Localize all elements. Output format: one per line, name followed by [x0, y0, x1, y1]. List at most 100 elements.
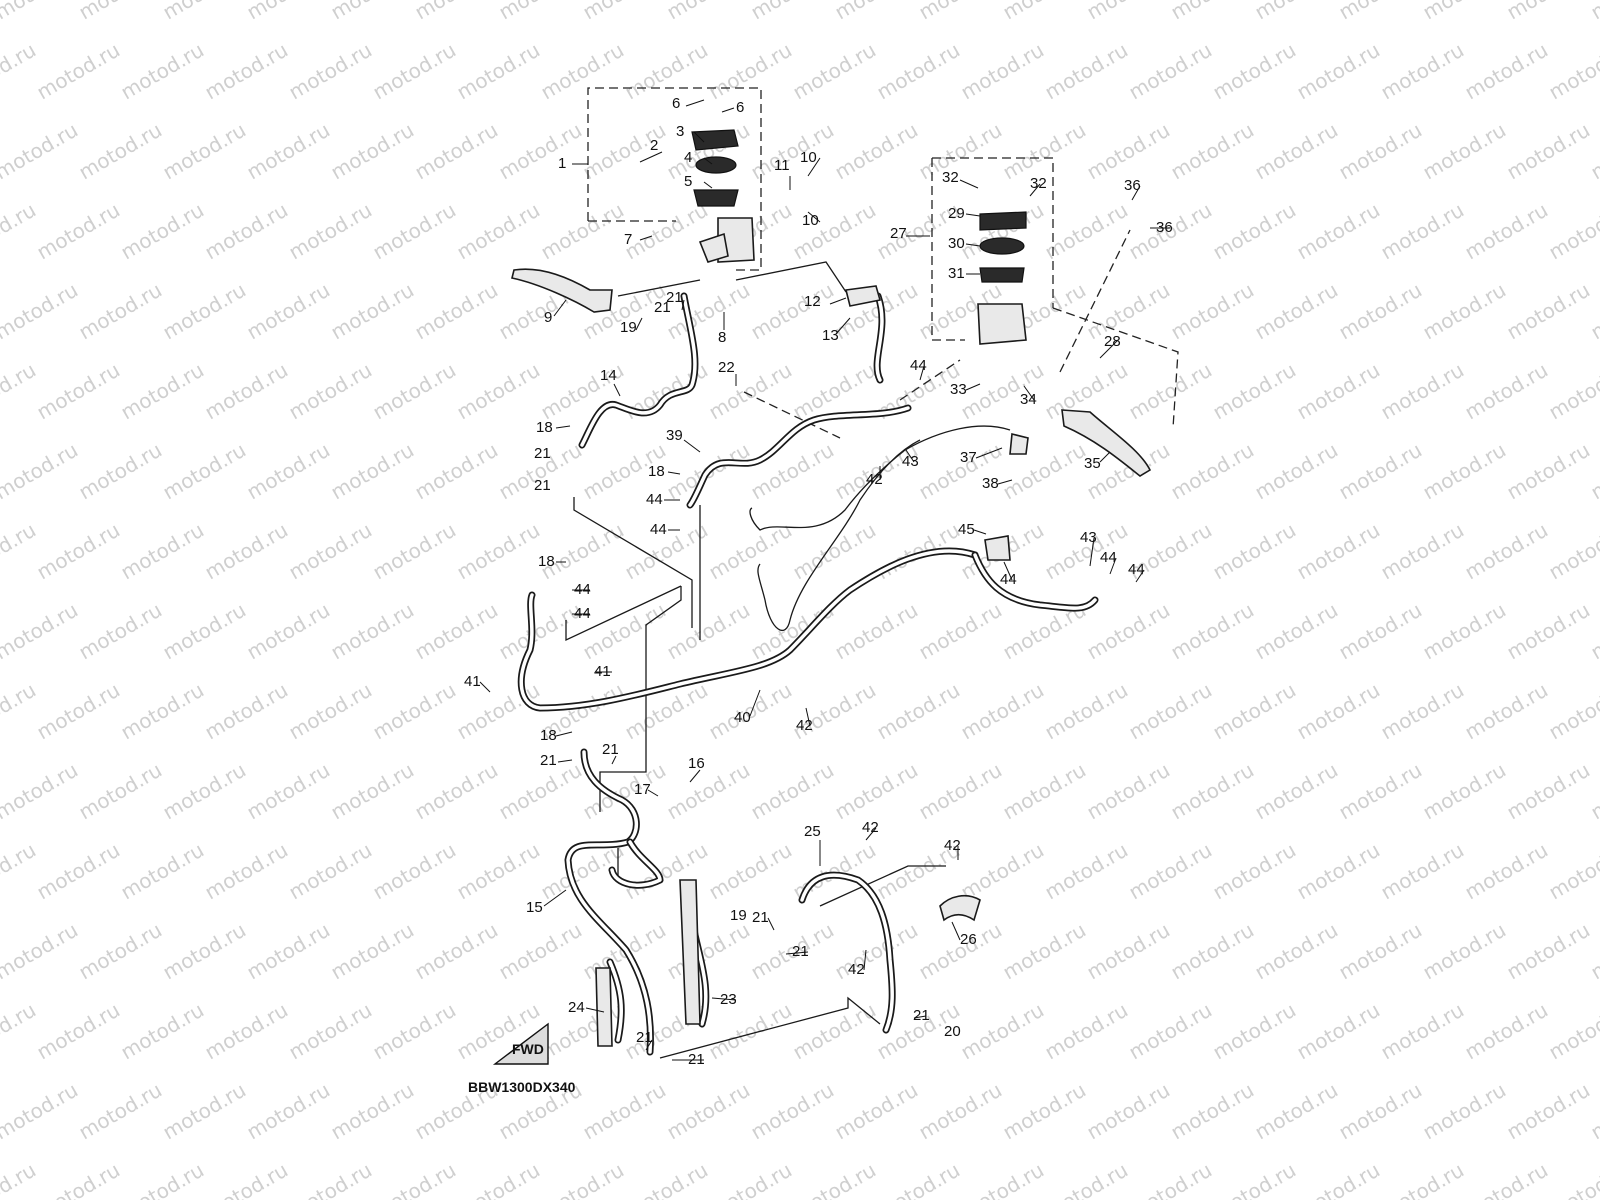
watermark-text: motod.ru: [663, 598, 754, 665]
watermark-text: motod.ru: [705, 38, 796, 105]
leader-line: [807, 211, 821, 223]
watermark-text: motod.ru: [1545, 838, 1600, 905]
watermark-text: motod.ru: [0, 1078, 82, 1145]
watermark-text: motod.ru: [579, 1078, 670, 1145]
master-cylinder-front: [691, 129, 755, 263]
callout-number: 43: [1080, 529, 1097, 546]
watermark-text: motod.ru: [831, 758, 922, 825]
watermark-text: motod.ru: [327, 918, 418, 985]
watermark-text: motod.ru: [75, 118, 166, 185]
watermark-text: motod.ru: [957, 1158, 1048, 1200]
watermark-text: motod.ru: [75, 0, 166, 24]
callout-number: 18: [536, 419, 553, 436]
watermark-text: motod.ru: [537, 1158, 628, 1200]
watermark-text: motod.ru: [1125, 38, 1216, 105]
watermark-text: motod.ru: [369, 998, 460, 1065]
leader-line: [479, 681, 491, 693]
callout-number: 14: [600, 367, 617, 384]
watermark-text: motod.ru: [1293, 518, 1384, 585]
watermark-text: motod.ru: [999, 0, 1090, 24]
leader-line: [721, 107, 735, 113]
leader-line: [639, 151, 663, 163]
callout-number: 38: [982, 475, 999, 492]
watermark-text: motod.ru: [1335, 118, 1426, 185]
watermark-text: motod.ru: [915, 598, 1006, 665]
leader-line: [683, 439, 701, 453]
callout-number: 21: [534, 477, 551, 494]
watermark-text: motod.ru: [1083, 278, 1174, 345]
watermark-text: motod.ru: [747, 1078, 838, 1145]
watermark-text: motod.ru: [1125, 678, 1216, 745]
watermark-text: motod.ru: [117, 198, 208, 265]
watermark-text: motod.ru: [1461, 38, 1552, 105]
watermark-text: motod.ru: [285, 38, 376, 105]
watermark-text: motod.ru: [1251, 278, 1342, 345]
watermark-text: motod.ru: [1125, 838, 1216, 905]
watermark-text: motod.ru: [33, 1158, 124, 1200]
callout-number: 34: [1020, 391, 1037, 408]
watermark-text: motod.ru: [1587, 438, 1600, 505]
leader-line: [585, 1007, 605, 1013]
watermark-text: motod.ru: [1461, 518, 1552, 585]
callout-number: 21: [540, 752, 557, 769]
callout-number: 7: [624, 231, 632, 248]
watermark-text: motod.ru: [1377, 678, 1468, 745]
callout-number: 13: [822, 327, 839, 344]
leader-line: [863, 949, 867, 971]
watermark-text: motod.ru: [75, 758, 166, 825]
watermark-text: motod.ru: [33, 358, 124, 425]
callout-number: 21: [654, 299, 671, 316]
leader-line: [667, 471, 681, 475]
watermark-text: motod.ru: [1461, 358, 1552, 425]
leader-line: [611, 755, 617, 765]
watermark-text: motod.ru: [327, 0, 418, 24]
watermark-text: motod.ru: [1167, 438, 1258, 505]
watermark-text: motod.ru: [1503, 598, 1594, 665]
watermark-text: motod.ru: [1335, 758, 1426, 825]
watermark-text: motod.ru: [747, 598, 838, 665]
watermark-text: motod.ru: [1587, 758, 1600, 825]
watermark-text: motod.ru: [159, 278, 250, 345]
callout-number: 42: [944, 837, 961, 854]
watermark-text: motod.ru: [789, 38, 880, 105]
watermark-text: motod.ru: [663, 278, 754, 345]
watermark-text: motod.ru: [117, 998, 208, 1065]
watermark-text: motod.ru: [369, 518, 460, 585]
watermark-text: motod.ru: [1209, 198, 1300, 265]
watermark-text: motod.ru: [159, 918, 250, 985]
callout-number: 42: [862, 819, 879, 836]
watermark-text: motod.ru: [0, 518, 40, 585]
watermark-text: motod.ru: [1083, 918, 1174, 985]
watermark-text: motod.ru: [201, 358, 292, 425]
watermark-text: motod.ru: [1041, 998, 1132, 1065]
callout-number: 28: [1104, 333, 1121, 350]
watermark-text: motod.ru: [243, 438, 334, 505]
leader-line: [543, 889, 567, 907]
watermark-text: motod.ru: [201, 838, 292, 905]
watermark-text: motod.ru: [747, 758, 838, 825]
callout-number: 43: [902, 453, 919, 470]
watermark-text: motod.ru: [537, 518, 628, 585]
watermark-text: motod.ru: [117, 38, 208, 105]
watermark-text: motod.ru: [0, 198, 40, 265]
callout-number: 36: [1124, 177, 1141, 194]
watermark-text: motod.ru: [0, 0, 82, 24]
watermark-text: motod.ru: [327, 598, 418, 665]
leader-line: [807, 157, 821, 177]
callout-number: 21: [688, 1051, 705, 1068]
watermark-text: motod.ru: [999, 758, 1090, 825]
watermark-text: motod.ru: [369, 1158, 460, 1200]
watermark-text: motod.ru: [285, 838, 376, 905]
watermark-text: motod.ru: [0, 678, 40, 745]
watermark-text: motod.ru: [1293, 1158, 1384, 1200]
watermark-text: motod.ru: [999, 1078, 1090, 1145]
watermark-text: motod.ru: [33, 518, 124, 585]
watermark-text: motod.ru: [915, 1078, 1006, 1145]
watermark-text: motod.ru: [1587, 598, 1600, 665]
watermark-text: motod.ru: [327, 1078, 418, 1145]
levers: [511, 268, 1152, 477]
watermark-text: motod.ru: [1167, 758, 1258, 825]
leader-line: [767, 917, 775, 931]
watermark-text: motod.ru: [243, 1078, 334, 1145]
leader-line: [647, 789, 659, 797]
